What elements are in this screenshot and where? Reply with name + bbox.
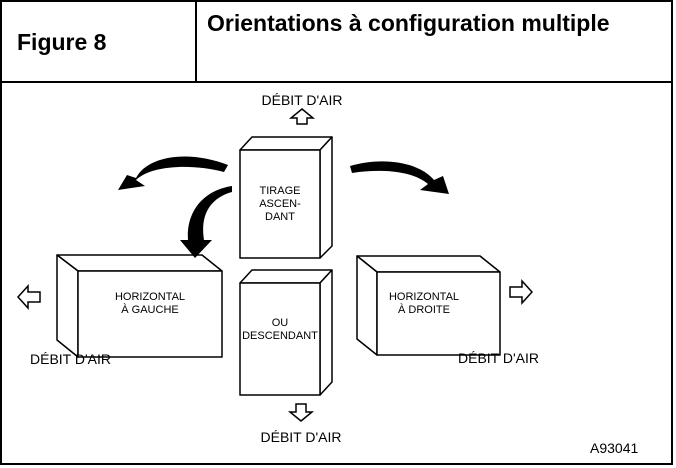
downflow-cabinet	[239, 269, 333, 396]
figure-number-cell: Figure 8	[2, 2, 197, 81]
rotate-down-arrow	[180, 186, 232, 258]
airflow-right-arrow	[509, 279, 534, 305]
airflow-down-arrow	[287, 403, 315, 422]
rotate-right-arrow	[350, 161, 449, 194]
airflow-label-bottom: DÉBIT D'AIR	[261, 429, 342, 445]
rotate-left-arrow	[118, 156, 228, 190]
downflow-label-line-1: OU	[272, 317, 289, 329]
horizontal-right-cabinet	[356, 255, 501, 356]
horizontal-right-label-line-2: À DROITE	[398, 303, 450, 316]
upflow-label-line-2: ASCEN-	[259, 198, 301, 210]
horizontal-left-label-line-2: À GAUCHE	[121, 303, 178, 316]
airflow-label-left: DÉBIT D'AIR	[30, 351, 111, 367]
horizontal-left-label-line-1: HORIZONTAL	[115, 291, 185, 303]
horizontal-right-label-line-1: HORIZONTAL	[389, 291, 459, 303]
upflow-label-line-3: DANT	[265, 211, 295, 223]
airflow-left-arrow	[16, 284, 41, 310]
airflow-up-arrow	[288, 108, 316, 125]
figure-title: Orientations à configuration multiple	[207, 10, 610, 36]
airflow-label-top: DÉBIT D'AIR	[262, 92, 343, 108]
airflow-label-right: DÉBIT D'AIR	[458, 350, 539, 366]
downflow-label-line-2: DESCENDANT	[242, 330, 318, 342]
figure-header: Figure 8 Orientations à configuration mu…	[2, 2, 671, 83]
upflow-label-line-1: TIRAGE	[260, 185, 301, 197]
figure-number: Figure 8	[17, 29, 107, 55]
upflow-cabinet	[239, 136, 333, 259]
horizontal-left-cabinet	[56, 254, 223, 358]
figure-code: A93041	[590, 440, 638, 456]
